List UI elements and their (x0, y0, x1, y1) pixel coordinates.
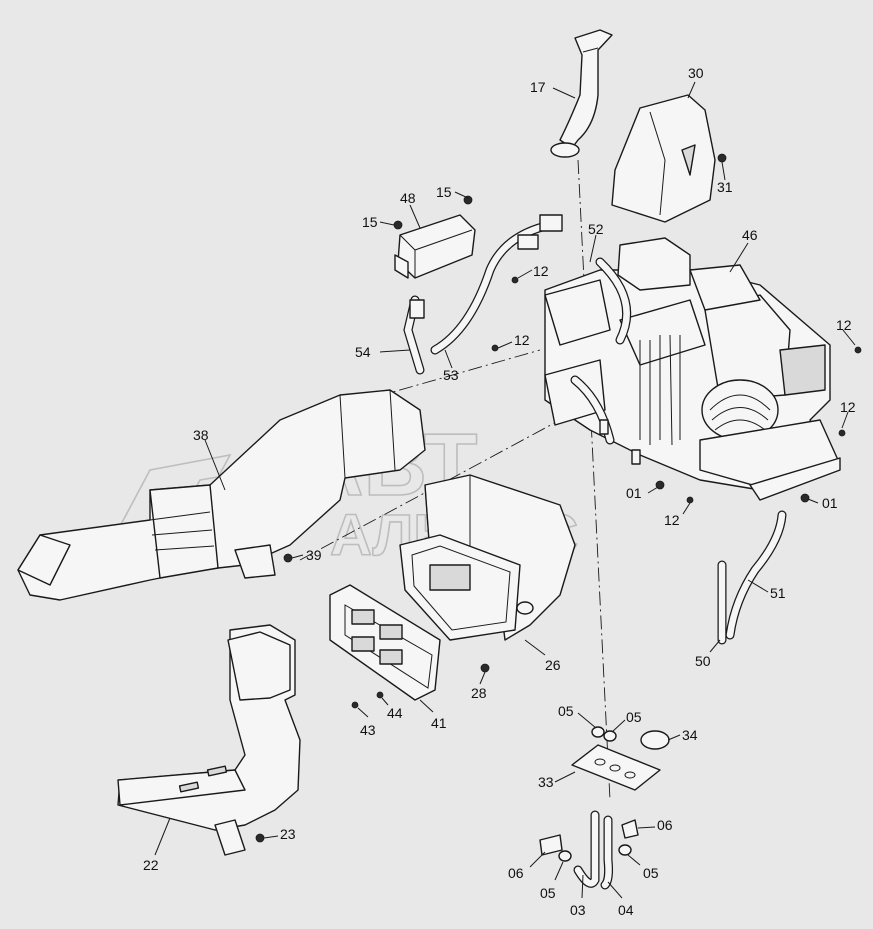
part-inner-frame (399, 534, 521, 641)
callout-43: 43 (360, 722, 376, 738)
callout-12d: 12 (840, 399, 856, 415)
callout-26: 26 (545, 657, 561, 673)
callout-51: 51 (770, 585, 786, 601)
callout-39: 39 (306, 547, 322, 563)
callout-34: 34 (682, 727, 698, 743)
callout-30: 30 (688, 65, 704, 81)
callout-53: 53 (443, 367, 459, 383)
part-17-intake-duct (550, 29, 613, 158)
callout-41: 41 (431, 715, 447, 731)
callout-12e: 12 (664, 512, 680, 528)
part-41-filter (329, 584, 441, 701)
callout-15b: 15 (362, 214, 378, 230)
callout-44: 44 (387, 705, 403, 721)
callout-01a: 01 (626, 485, 642, 501)
callout-05d: 05 (643, 865, 659, 881)
callout-03: 03 (570, 902, 586, 918)
part-03-04-pipes (539, 726, 639, 890)
part-51-50-hoses (717, 510, 787, 645)
part-53-harness (430, 214, 563, 355)
callout-04: 04 (618, 902, 634, 918)
callout-48: 48 (400, 190, 416, 206)
callout-52: 52 (588, 221, 604, 237)
part-46-hvac-unit (544, 237, 841, 501)
callout-01b: 01 (822, 495, 838, 511)
callout-23: 23 (280, 826, 296, 842)
part-30-duct-cover (611, 94, 716, 223)
part-48-controller (394, 214, 476, 375)
assembly-centerline (577, 159, 611, 801)
callout-50: 50 (695, 653, 711, 669)
callout-05c: 05 (540, 885, 556, 901)
callout-22: 22 (143, 857, 159, 873)
callout-labels: 17 30 31 48 15 15 52 46 12 12 12 12 12 5… (143, 65, 856, 918)
callout-05a: 05 (558, 703, 574, 719)
fasteners (255, 153, 862, 843)
callout-17: 17 (530, 79, 546, 95)
callout-12a: 12 (533, 263, 549, 279)
callout-54: 54 (355, 344, 371, 360)
callout-38: 38 (193, 427, 209, 443)
callout-12b: 12 (514, 332, 530, 348)
callout-31: 31 (717, 179, 733, 195)
callout-46: 46 (742, 227, 758, 243)
part-34-cap (640, 730, 670, 750)
part-33-plate (571, 744, 661, 791)
leader-lines (154, 81, 856, 899)
part-38-air-duct (17, 389, 426, 601)
callout-28: 28 (471, 685, 487, 701)
part-22-floor-duct (117, 624, 301, 856)
callout-33: 33 (538, 774, 554, 790)
callout-05b: 05 (626, 709, 642, 725)
callout-15a: 15 (436, 184, 452, 200)
callout-06a: 06 (508, 865, 524, 881)
callout-12c: 12 (836, 317, 852, 333)
callout-06b: 06 (657, 817, 673, 833)
